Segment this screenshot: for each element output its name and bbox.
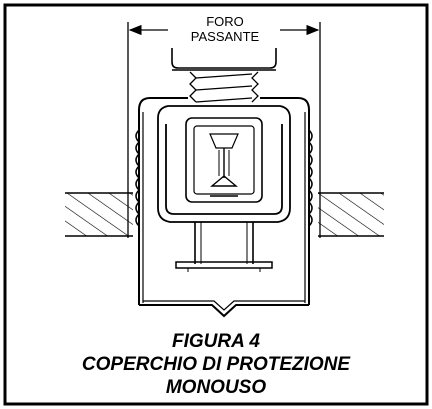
dimension-label: FORO PASSANTE (170, 14, 280, 44)
dimension-label-line2: PASSANTE (190, 29, 260, 44)
dimension-label-line1: FORO (206, 14, 244, 29)
ceiling-left (65, 192, 133, 237)
ceiling-right (318, 192, 384, 237)
figure-number: FIGURA 4 (172, 331, 260, 352)
sprinkler-frame (157, 105, 291, 272)
pipe-fitting (171, 48, 277, 71)
thread (189, 71, 259, 103)
figure-title-line2: MONOUSO (165, 377, 267, 398)
figure-title-line1: COPERCHIO DI PROTEZIONE (81, 354, 351, 375)
protective-cap (135, 97, 313, 318)
outer-border (3, 3, 429, 406)
